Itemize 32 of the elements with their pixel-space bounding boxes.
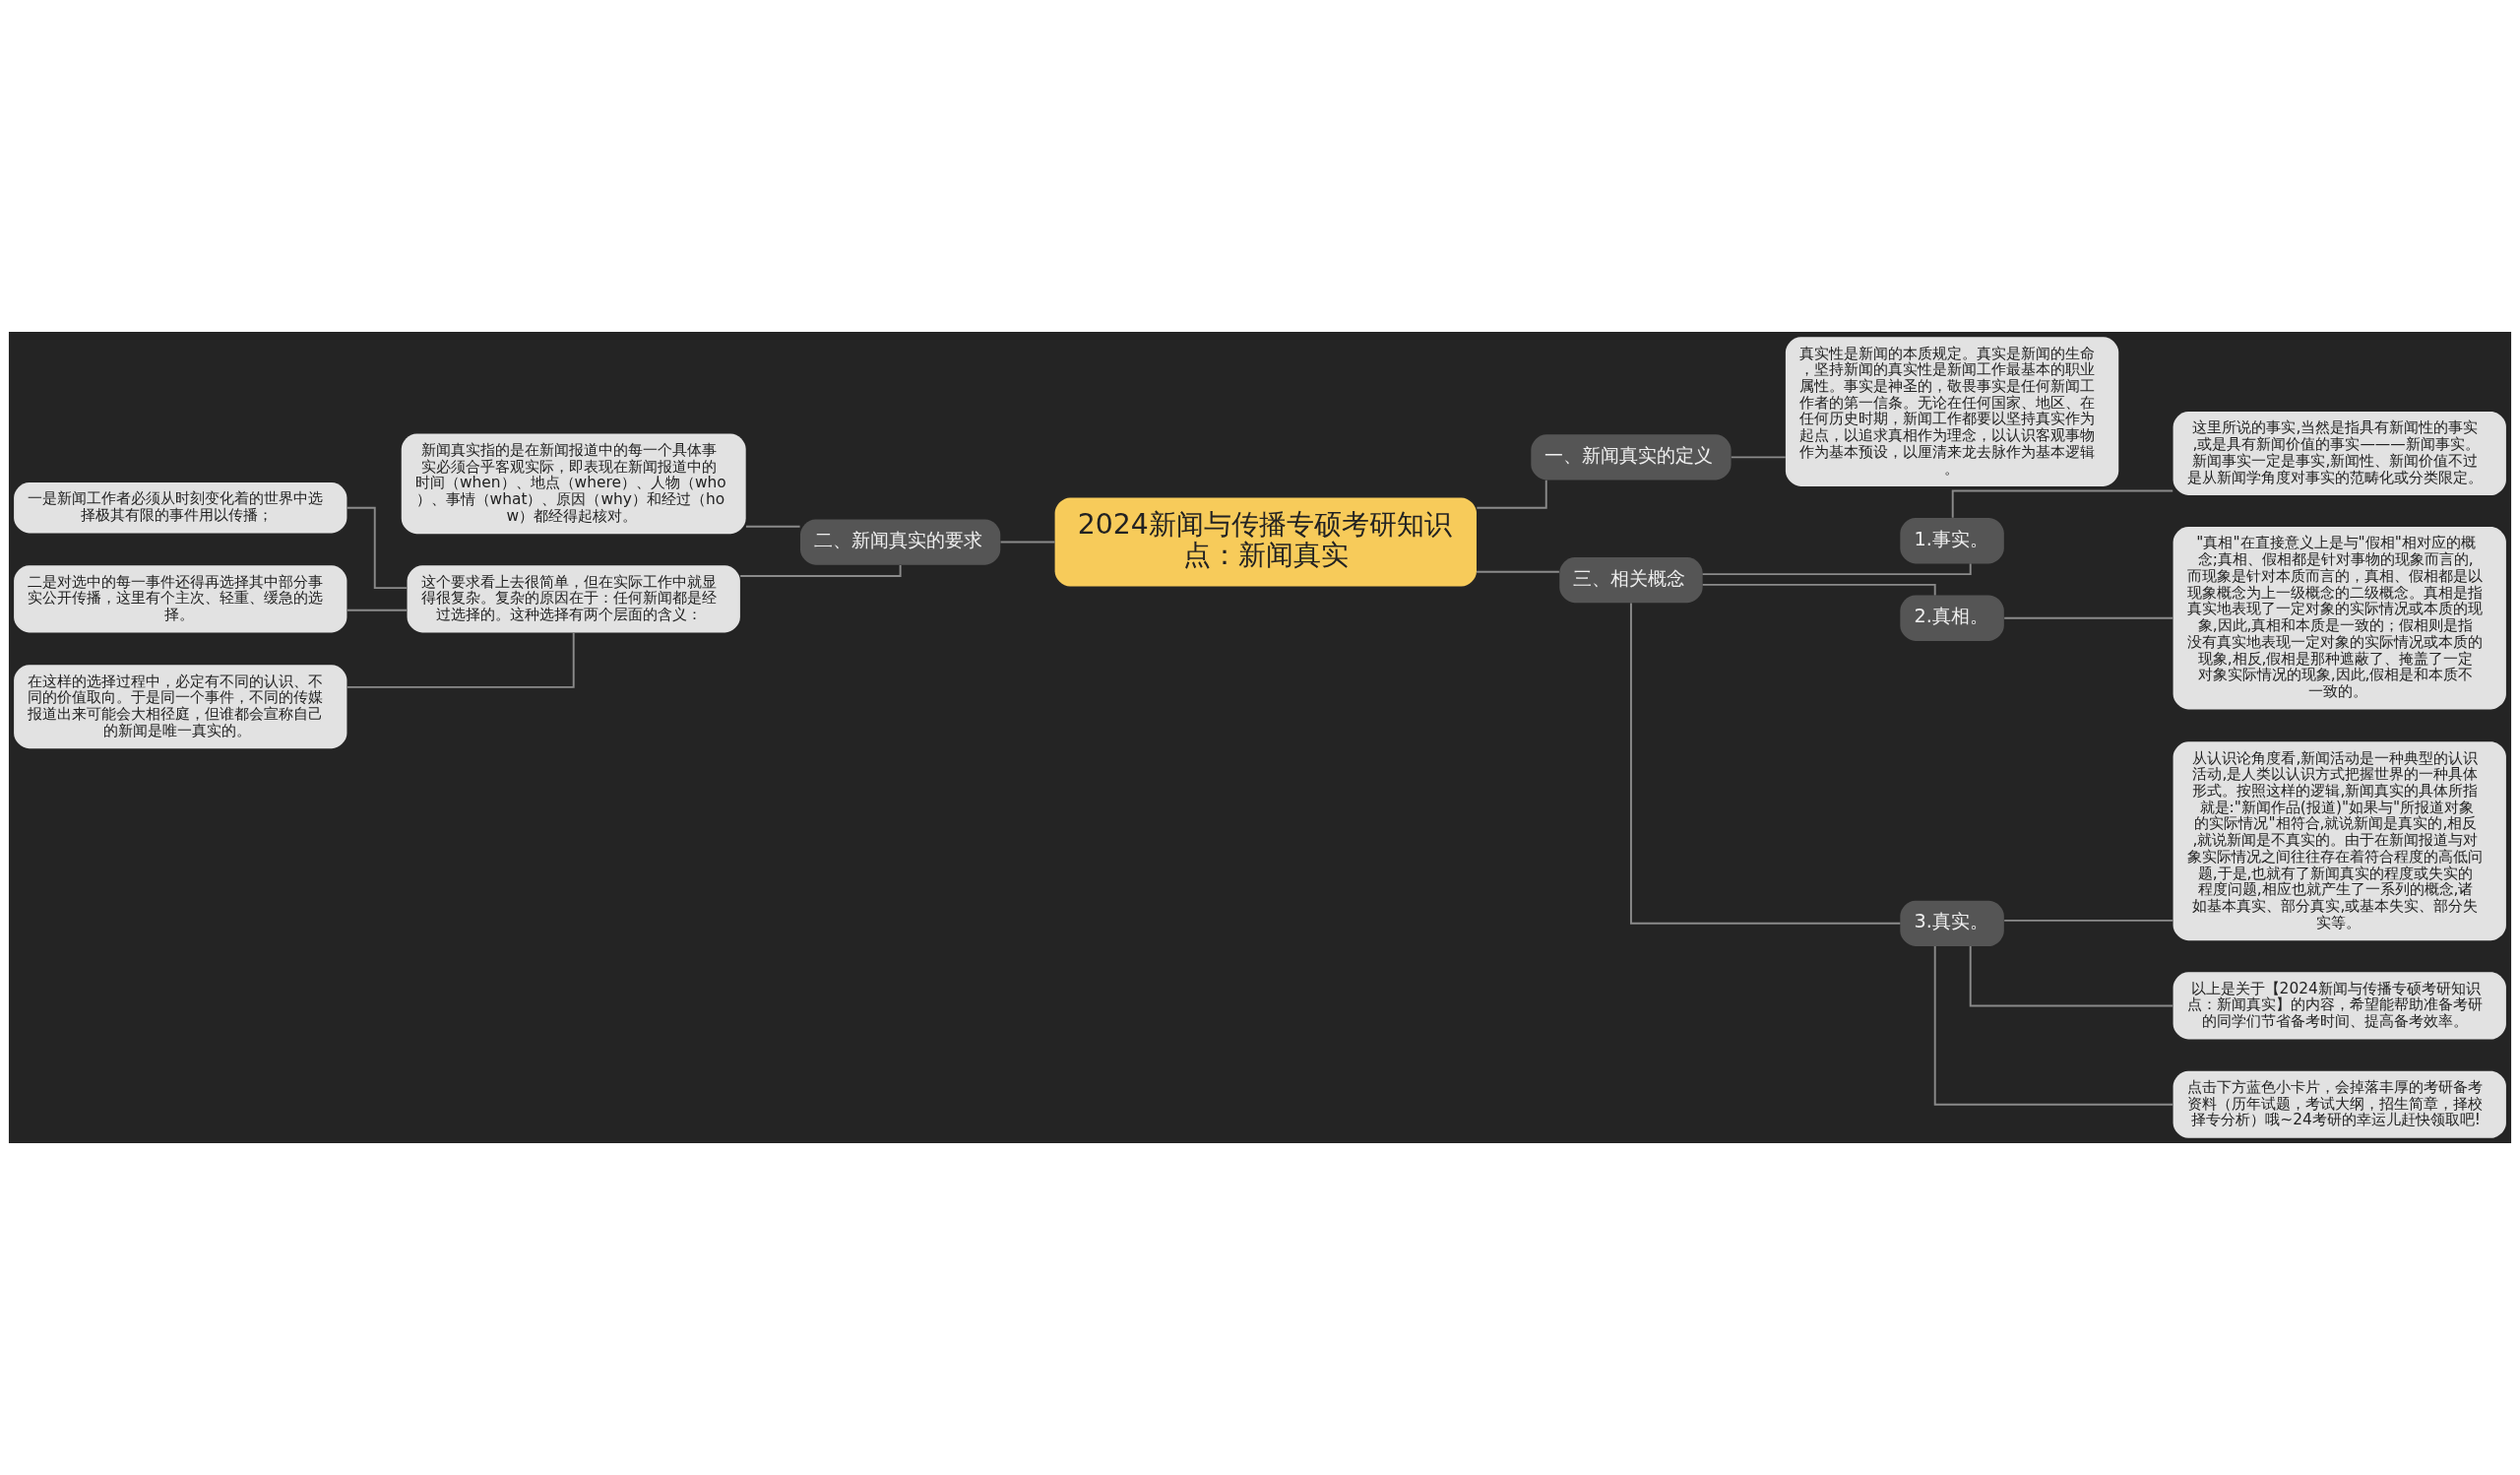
connector xyxy=(1730,456,1787,459)
connector xyxy=(999,541,1056,544)
node-box: 二、新闻真实的要求 xyxy=(800,519,1001,565)
connector xyxy=(2003,616,2174,619)
connector xyxy=(346,631,575,688)
node-box: 从认识论角度看,新闻活动是一种典型的认识活动,是人类以认识方式把握世界的一种具体形式。按照这样的逻辑,新闻真实的具体所指就是:"新闻作品(报道)"如果与"所报道对象的实际情况"相符合,就说新闻是真实的,相反,就说新闻是不真实的。由于在新闻报道与对象实际情况之间往往存在着符合程度的高低问题,于是,也就有了新闻真实的程度或失实的程度问题,相应也就产生了一系列的概念,诸如基本真实、部分真实,或基本失实、部分失实等。 xyxy=(2173,741,2506,941)
node-box: 这个要求看上去很简单，但在实际工作中就显得很复杂。复杂的原因在于：任何新闻都是经过选择的。这种选择有两个层面的含义： xyxy=(407,565,740,633)
connector xyxy=(1951,489,2174,519)
connector xyxy=(1969,945,2174,1007)
node-box: 2.真相。 xyxy=(1900,595,2004,641)
node-box: "真相"在直接意义上是与"假相"相对应的概念;真相、假相都是针对事物的现象而言的,而现象是针对本质而言的，真相、假相都是以现象概念为上一级概念的二级概念。真相是指真实地表现了一定对象的实际情况或本质的现象,因此,真相和本质是一致的；假相则是指没有真实地表现一定对象的实际情况或本质的现象,相反,假相是那种遮蔽了、掩盖了一定对象实际情况的现象,因此,假相是和本质不一致的。 xyxy=(2173,527,2506,710)
node-box: 这里所说的事实,当然是指具有新闻性的事实,或是具有新闻价值的事实———新闻事实。新闻事实一定是事实,新闻性、新闻价值不过是从新闻学角度对事实的范畴化或分类限定。 xyxy=(2173,412,2506,495)
node-box: 二是对选中的每一事件还得再选择其中部分事实公开传播，这里有个主次、轻重、缓急的选择。 xyxy=(14,565,347,633)
node-box: 3.真实。 xyxy=(1900,900,2004,946)
connector xyxy=(346,609,409,611)
node-box: 点击下方蓝色小卡片，会掉落丰厚的考研备考资料（历年试题，考试大纲，招生简章，择校择专分析）哦~24考研的幸运儿赶快领取吧! xyxy=(2173,1070,2506,1138)
node-box: 新闻真实指的是在新闻报道中的每一个具体事实必须合乎客观实际，即表现在新闻报道中的时间（when）、地点（where）、人物（who）、事情（what）、原因（why）和经过（how）都经得起核对。 xyxy=(401,433,746,535)
node-box: 一、新闻真实的定义 xyxy=(1531,434,1732,481)
node-box: 一是新闻工作者必须从时刻变化着的世界中选择极其有限的事件用以传播； xyxy=(14,482,347,534)
connector xyxy=(1701,583,1936,597)
node-box: 真实性是新闻的本质规定。真实是新闻的生命，坚持新闻的真实性是新闻工作最基本的职业属性。事实是神圣的，敬畏事实是任何新闻工作者的第一信条。无论在任何国家、地区、在任何历史时期，新闻工作都要以坚持真实作为起点，以追求真相作为理念，以认识客观事物作为基本预设，以厘清来龙去脉作为基本逻辑。 xyxy=(1785,337,2119,486)
connector xyxy=(1933,945,2174,1106)
node-box: 1.事实。 xyxy=(1900,518,2004,564)
connector xyxy=(1629,602,1902,925)
connector xyxy=(744,525,801,528)
node-box: 以上是关于【2024新闻与传播专硕考研知识点：新闻真实】的内容，希望能帮助准备考研的同学们节省备考时间、提高备考效率。 xyxy=(2173,972,2506,1040)
connector xyxy=(2003,919,2174,922)
node-box: 在这样的选择过程中，必定有不同的认识、不同的价值取向。于是同一个事件，不同的传媒报道出来可能会大相径庭，但谁都会宣称自己的新闻是唯一真实的。 xyxy=(14,665,347,749)
connector xyxy=(1701,562,1972,576)
node-box: 2024新闻与传播专硕考研知识点：新闻真实 xyxy=(1054,497,1477,587)
connector xyxy=(1476,570,1560,573)
node-box: 三、相关概念 xyxy=(1559,557,1703,604)
